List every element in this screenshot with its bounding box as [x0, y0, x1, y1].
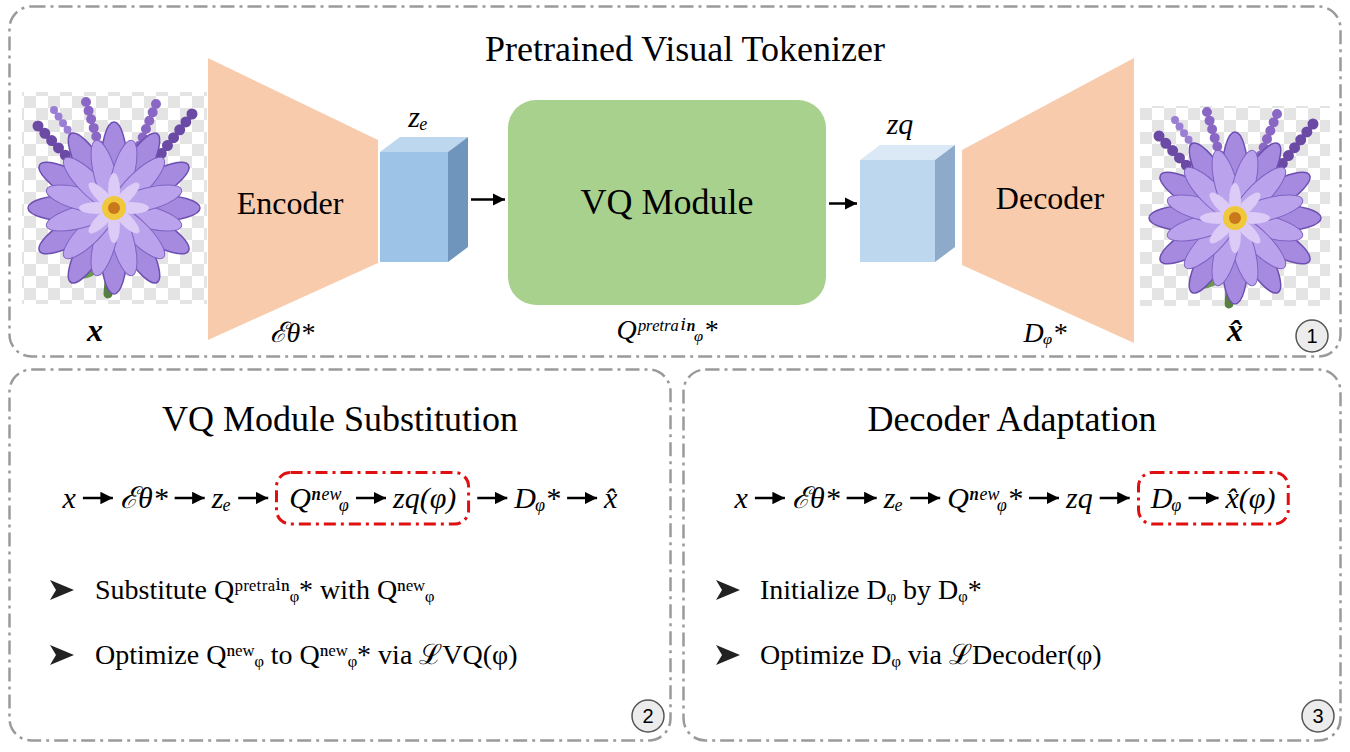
formula-arrow	[175, 497, 205, 500]
formula-arrow	[755, 497, 785, 500]
formula-arrow	[1100, 497, 1130, 500]
bullet-text: Optimize Qⁿᵉʷᵩ to Qⁿᵉʷᵩ* via ℒVQ(φ)	[95, 639, 518, 671]
bullet-symbol	[716, 645, 740, 665]
latent-tensor: zₑ	[380, 137, 468, 262]
red-dashed-frame	[1138, 472, 1288, 524]
decoder-block: DecoderDᵩ*	[962, 58, 1134, 343]
formula-arrow	[1189, 497, 1219, 500]
panel-frame: Pretrained Visual TokenizerEncoderℰθ*zₑV…	[8, 5, 1342, 358]
formula-term: x	[63, 481, 76, 516]
cube-side	[448, 137, 468, 262]
formula-arrow	[567, 497, 597, 500]
highlight-box: Dᵩ x̂(φ)	[1137, 471, 1290, 526]
formula-arrows	[83, 498, 1219, 499]
formula-term: Dᵩ*	[514, 481, 560, 516]
image-label: x	[87, 312, 103, 349]
block-name: Decoder	[996, 180, 1104, 217]
dashed-frame	[10, 7, 1341, 357]
cube-side	[935, 145, 955, 262]
formula-term: Qⁿᵉʷᵩ	[289, 481, 349, 516]
math-symbol: zq	[887, 107, 914, 142]
math-symbol: Dᵩ*	[1024, 317, 1067, 349]
callout-number: 3	[1312, 705, 1323, 728]
formula-term: ℰθ*	[792, 481, 840, 516]
flow-arrow	[471, 198, 505, 201]
panel-title: Pretrained Visual Tokenizer	[485, 29, 885, 70]
formula-term: Dᵩ	[1151, 481, 1182, 516]
callout-circle	[1296, 320, 1328, 352]
bullet-text: Optimize Dᵩ via ℒDecoder(φ)	[760, 639, 1102, 671]
panel-frame: VQ Module SubstitutionQⁿᵉʷᵩ zq(φ)	[8, 368, 672, 742]
flower-image	[28, 102, 200, 294]
formula-term: ℰθ*	[120, 481, 168, 516]
vq-module-block: VQ ModuleQᵖʳᵉᵗʳᵃⁱⁿᵩ*	[508, 100, 826, 305]
highlight-box: Qⁿᵉʷᵩ zq(φ)	[275, 471, 470, 526]
image-background	[1140, 106, 1330, 306]
formula-term: x̂	[604, 481, 617, 516]
panel-title: VQ Module Substitution	[162, 399, 518, 440]
bullet-text: Initialize Dᵩ by Dᵩ*	[760, 574, 982, 606]
latent-tensor-shape	[860, 145, 955, 262]
trapezoid	[962, 58, 1134, 343]
image-label: x̂	[1227, 312, 1243, 349]
formula-arrow	[1029, 497, 1059, 500]
math-symbol: Qᵖʳᵉᵗʳᵃⁱⁿᵩ*	[617, 314, 718, 346]
trapezoid	[208, 58, 378, 340]
formula-term: Qⁿᵉʷᵩ*	[947, 481, 1022, 516]
bullet-symbol	[50, 645, 74, 665]
bullet-symbol	[50, 580, 74, 600]
formula-term: zₑ	[212, 481, 232, 516]
encoder-block: Encoderℰθ*	[208, 58, 378, 340]
formula-arrow	[477, 497, 507, 500]
cube-front	[860, 160, 935, 262]
panel-frame: Decoder AdaptationDᵩ x̂(φ)	[682, 368, 1342, 742]
flow-arrow	[829, 202, 857, 205]
panel-title: Decoder Adaptation	[868, 399, 1157, 440]
formula-arrow	[847, 497, 877, 500]
math-symbol: ℰθ*	[270, 317, 315, 349]
latent-tensor: zq	[860, 145, 955, 262]
bullet-symbol	[716, 580, 740, 600]
cube-front	[380, 152, 448, 262]
latent-tensor-shape	[380, 137, 468, 262]
image-background	[22, 92, 207, 304]
formula-term: zₑ	[884, 481, 904, 516]
bullet-text: Substitute Qᵖʳᵉᵗʳᵃⁱⁿᵩ* with Qⁿᵉʷᵩ	[95, 574, 434, 606]
formula-arrow	[910, 497, 940, 500]
callout-number: 2	[642, 705, 653, 728]
dashed-frame	[684, 370, 1341, 741]
dashed-frame	[10, 370, 671, 741]
block-name: VQ Module	[581, 182, 754, 223]
block-name: Encoder	[237, 185, 344, 222]
math-symbol: zₑ	[408, 100, 428, 135]
formula-arrow	[238, 497, 268, 500]
red-dashed-frame	[277, 472, 469, 524]
flower-image	[1149, 112, 1321, 304]
formula-arrow	[83, 497, 113, 500]
formula-arrow	[356, 497, 386, 500]
rounded-box	[508, 100, 826, 305]
formula-term: zq	[1066, 481, 1093, 516]
callout-circle	[1302, 700, 1334, 732]
formula-term: zq(φ)	[393, 481, 456, 516]
callout-circle	[632, 700, 664, 732]
formula-term: x̂(φ)	[1226, 481, 1276, 516]
formula-term: x	[735, 481, 748, 516]
callout-number: 1	[1306, 325, 1317, 348]
